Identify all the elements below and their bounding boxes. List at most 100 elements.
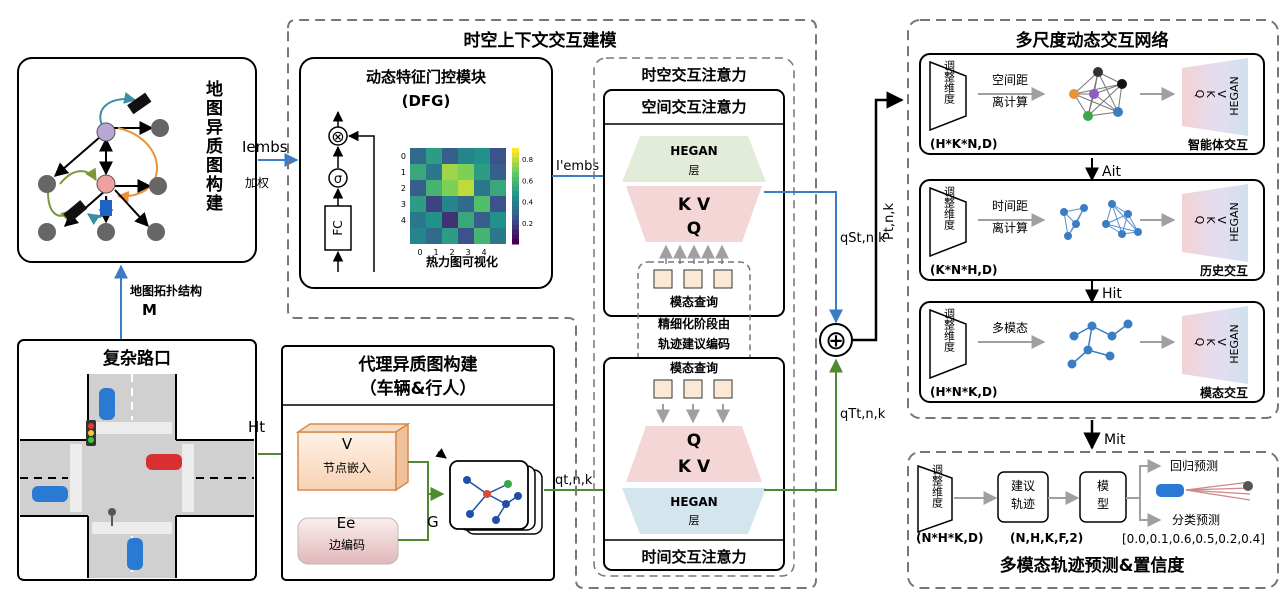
map-graph-nodes (38, 92, 169, 241)
distance-compute-line1: 多模态 (992, 321, 1028, 335)
colorbar-segment (512, 181, 519, 187)
signal-icon (100, 200, 112, 216)
heatmap-cell (426, 212, 442, 228)
predicted-car-icon (1156, 484, 1184, 497)
heatmap-cell (426, 196, 442, 212)
graph-node (1067, 359, 1077, 369)
row-dims: (K*N*H,D) (930, 263, 997, 277)
colorbar-segment (512, 229, 519, 235)
p-label: Pt,n,k (882, 203, 897, 240)
colorbar-segment (512, 210, 519, 216)
colorbar-tick: 0.2 (522, 220, 533, 228)
colorbar-segment (512, 157, 519, 163)
graph-node (1124, 210, 1132, 218)
prediction-title: 多模态轨迹预测&置信度 (1000, 555, 1186, 576)
graph-edge (1063, 211, 1069, 237)
dfg-title: 动态特征门控模块 (366, 68, 487, 86)
graph-edge (1087, 83, 1123, 117)
heatmap-cell (426, 164, 442, 180)
row-dims: (H*N*K,D) (930, 385, 997, 399)
graph-edge (1111, 203, 1139, 233)
temporal-attention-title: 时间交互注意力 (641, 548, 746, 566)
colorbar-tick: 0.8 (522, 156, 533, 164)
heatmap-cell (410, 212, 426, 228)
colorbar-tick: 0.4 (522, 199, 534, 207)
intersection-scene (20, 374, 254, 578)
iembs-text: Iembs (242, 138, 288, 156)
graph-edge (1073, 83, 1123, 95)
m-label: Mit (1104, 432, 1126, 448)
heatmap-cell (490, 212, 506, 228)
heatmap-cell (474, 212, 490, 228)
graph-node (1102, 220, 1110, 228)
colorbar-segment (512, 191, 519, 197)
heatmap-ytick: 0 (401, 152, 406, 161)
qs-arrow (764, 191, 843, 324)
graph-edge (1105, 223, 1139, 233)
refine-line2: 轨迹建议编码 (658, 336, 730, 351)
weight-label: 加权 (245, 176, 269, 190)
adjust-dim-text: 调整维度 (943, 186, 956, 231)
distance-compute-line2: 离计算 (992, 220, 1028, 235)
heatmap-cell (442, 164, 458, 180)
prediction-dims2: (N,H,K,F,2) (1010, 531, 1083, 545)
hegan-column (1182, 184, 1248, 262)
spatiotemporal-title: 时空上下文交互建模 (464, 30, 618, 51)
colorbar-segment (512, 186, 519, 192)
pedestrian-icon (108, 508, 116, 516)
car-icon (32, 486, 68, 502)
graph-edge (1087, 111, 1119, 117)
heatmap-ytick: 2 (401, 184, 406, 193)
distance-compute-line2: 离计算 (992, 94, 1028, 109)
attention-region (593, 57, 795, 577)
modal-query-top: 模态查询 (670, 294, 718, 309)
edge-e-label: Ee (337, 514, 356, 532)
edge-encode-label: 边编码 (329, 537, 365, 552)
heatmap-xtick: 0 (417, 248, 422, 257)
heatmap-cell (490, 196, 506, 212)
trajectory-fan (1185, 481, 1251, 501)
q-text-top: Q (687, 219, 701, 239)
colorbar-segment (512, 239, 519, 245)
kvq-block-top (626, 186, 762, 242)
distance-compute-line1: 空间距 (992, 73, 1028, 87)
hegan-column (1182, 58, 1248, 136)
kvq-block-bottom (626, 426, 762, 482)
qkv-letter: K (1204, 216, 1217, 224)
graph-node (1108, 200, 1116, 208)
vehicle-icon (63, 200, 88, 223)
attention-title: 时空交互注意力 (641, 66, 746, 84)
map-topology-label: 地图拓扑结构 (130, 283, 202, 298)
graph-node (1118, 230, 1126, 238)
lane-node (38, 223, 56, 241)
heatmap-cell (426, 148, 442, 164)
colorbar-segment (512, 196, 519, 202)
qkv-letter: V (1215, 338, 1228, 346)
heatmap-title: 热力图可视化 (426, 254, 498, 269)
hegan-layer-bottom (622, 488, 766, 534)
intersection-title: 复杂路口 (102, 348, 171, 369)
lane-node (97, 223, 115, 241)
heatmap-xtick: 4 (481, 248, 486, 257)
colorbar-segment (512, 224, 519, 231)
lane-node (147, 223, 165, 241)
suggest-traj-line2: 轨迹 (1011, 497, 1035, 511)
heatmap-cell (474, 196, 490, 212)
qkv-letter: K (1204, 90, 1217, 98)
dfg-subtitle: (DFG) (402, 92, 451, 110)
heatmap-cell (490, 228, 506, 244)
qkv-letter: Q (1193, 216, 1206, 225)
hegan-top-text: HEGAN (670, 144, 717, 158)
refine-line1: 精细化阶段由 (658, 316, 730, 331)
otimes-text: ⊗ (331, 127, 344, 146)
heatmap-ytick: 1 (401, 168, 406, 177)
heatmap-cell (442, 212, 458, 228)
agent-graph-title: 代理异质图构建 (358, 354, 478, 375)
graph-stack (435, 448, 543, 535)
row-name: 智能体交互 (1187, 137, 1248, 152)
regression-label: 回归预测 (1170, 459, 1218, 473)
modal-query-bottom: 模态查询 (670, 360, 718, 375)
iembs-label: Iembs (242, 138, 288, 156)
adjust-dim-text: 调整维度 (943, 308, 956, 353)
